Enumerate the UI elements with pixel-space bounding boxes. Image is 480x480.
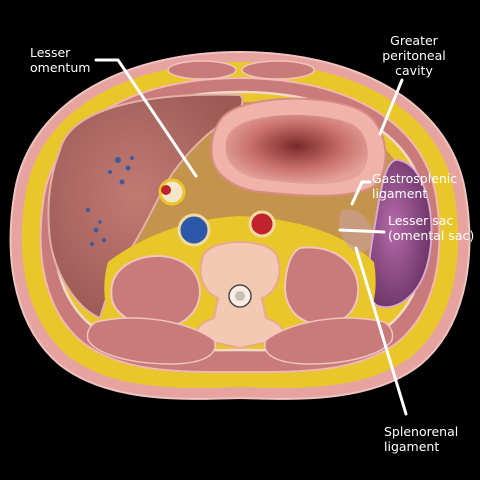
rectus-muscle-left: [167, 60, 237, 80]
back-muscle-left: [86, 317, 216, 365]
portal-vessel: [161, 185, 171, 195]
leader-line-lesser-sac: [338, 228, 386, 234]
label-lesser-omentum: Lesser omentum: [30, 45, 91, 75]
liver-vessels: [86, 156, 134, 246]
stomach-lumen: [225, 114, 368, 184]
leader-line-greater-peritoneal-cavity: [378, 78, 404, 136]
leader-line-lesser-omentum: [94, 58, 198, 178]
left-kidney: [110, 255, 201, 329]
spinal-cord: [235, 291, 245, 301]
rectus-muscle-right: [241, 60, 315, 80]
spleen: [367, 159, 433, 309]
aorta: [248, 210, 276, 238]
label-splenorenal-ligament: Splenorenal ligament: [384, 424, 459, 454]
leader-line-gastrosplenic-ligament: [350, 180, 372, 206]
label-greater-peritoneal-cavity: Greater peritoneal cavity: [382, 33, 446, 78]
label-lesser-sac: Lesser sac (omental sac): [388, 213, 475, 243]
leader-line-splenorenal-ligament: [354, 246, 408, 416]
leader-lines: [94, 58, 408, 416]
back-muscle-right: [264, 317, 394, 365]
inferior-vena-cava: [177, 213, 211, 247]
label-gastrosplenic-ligament: Gastrosplenic ligament: [372, 171, 458, 201]
